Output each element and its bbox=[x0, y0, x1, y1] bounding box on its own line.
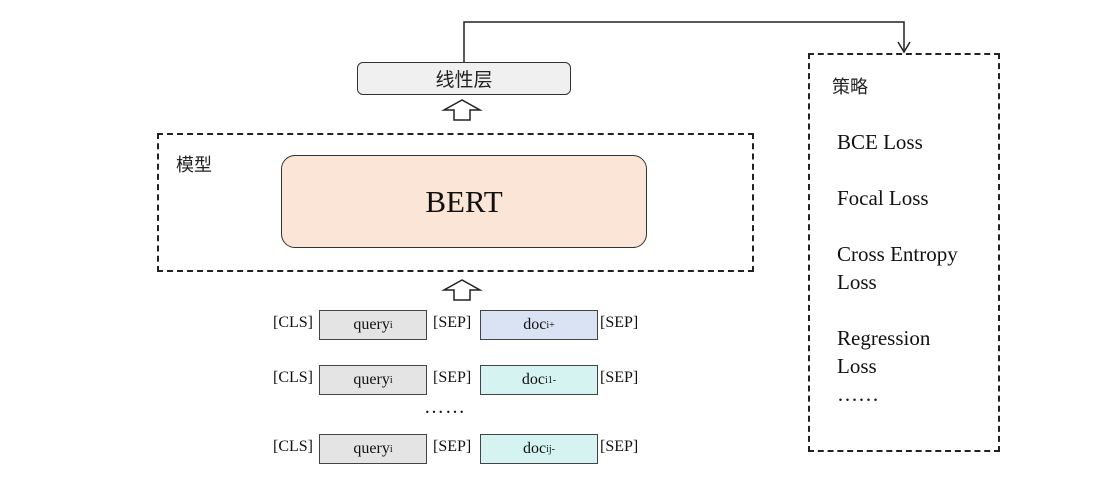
linear-to-strategy-connector bbox=[463, 21, 905, 62]
strategy-item-cross-entropy-loss: Loss bbox=[837, 270, 877, 294]
strategy-container bbox=[808, 53, 1000, 452]
doc-text: doc bbox=[523, 316, 547, 333]
sep-token: [SEP] bbox=[433, 369, 472, 386]
strategy-list: BCE Loss Focal Loss Cross Entropy Loss R… bbox=[837, 128, 997, 408]
doc-superscript: + bbox=[549, 319, 555, 331]
doc-superscript: - bbox=[551, 443, 555, 455]
up-arrow-inputs-to-model bbox=[441, 279, 483, 301]
linear-layer-box: 线性层 bbox=[357, 62, 571, 95]
doc-subscript: i bbox=[546, 319, 550, 331]
query-subscript: i bbox=[389, 374, 393, 386]
cls-token: [CLS] bbox=[273, 369, 313, 386]
up-arrow-model-to-linear bbox=[441, 99, 483, 121]
strategy-item-regression-loss: Loss bbox=[837, 354, 877, 378]
query-text: query bbox=[353, 371, 390, 388]
strategy-item-cross-entropy: Cross Entropy bbox=[837, 242, 958, 266]
rows-ellipsis: …… bbox=[424, 396, 466, 418]
sep-token: [SEP] bbox=[600, 369, 639, 386]
doc-subscript: ij bbox=[546, 443, 552, 455]
strategy-item-bce: BCE Loss bbox=[837, 130, 923, 154]
sep-token: [SEP] bbox=[600, 438, 639, 455]
sep-token: [SEP] bbox=[433, 438, 472, 455]
strategy-arrowhead bbox=[897, 41, 911, 54]
sep-token: [SEP] bbox=[600, 314, 639, 331]
bert-label: BERT bbox=[425, 183, 503, 219]
strategy-item-regression: Regression bbox=[837, 326, 931, 350]
doc-text: doc bbox=[521, 371, 545, 388]
cls-token: [CLS] bbox=[273, 314, 313, 331]
model-container bbox=[157, 133, 754, 272]
model-label: 模型 bbox=[176, 155, 212, 176]
query-subscript: i bbox=[389, 319, 393, 331]
query-text: query bbox=[353, 316, 390, 333]
bert-block: BERT bbox=[281, 155, 647, 248]
cls-token: [CLS] bbox=[273, 438, 313, 455]
linear-layer-label: 线性层 bbox=[435, 69, 493, 91]
doc-subscript: i1 bbox=[544, 374, 553, 386]
sep-token: [SEP] bbox=[433, 314, 472, 331]
strategy-item-ellipsis: …… bbox=[837, 382, 879, 406]
doc-text: doc bbox=[522, 440, 547, 457]
strategy-title: 策略 bbox=[832, 77, 868, 98]
strategy-item-focal: Focal Loss bbox=[837, 186, 929, 210]
doc-superscript: - bbox=[552, 374, 557, 386]
query-subscript: i bbox=[389, 443, 393, 455]
query-text: query bbox=[353, 440, 390, 457]
